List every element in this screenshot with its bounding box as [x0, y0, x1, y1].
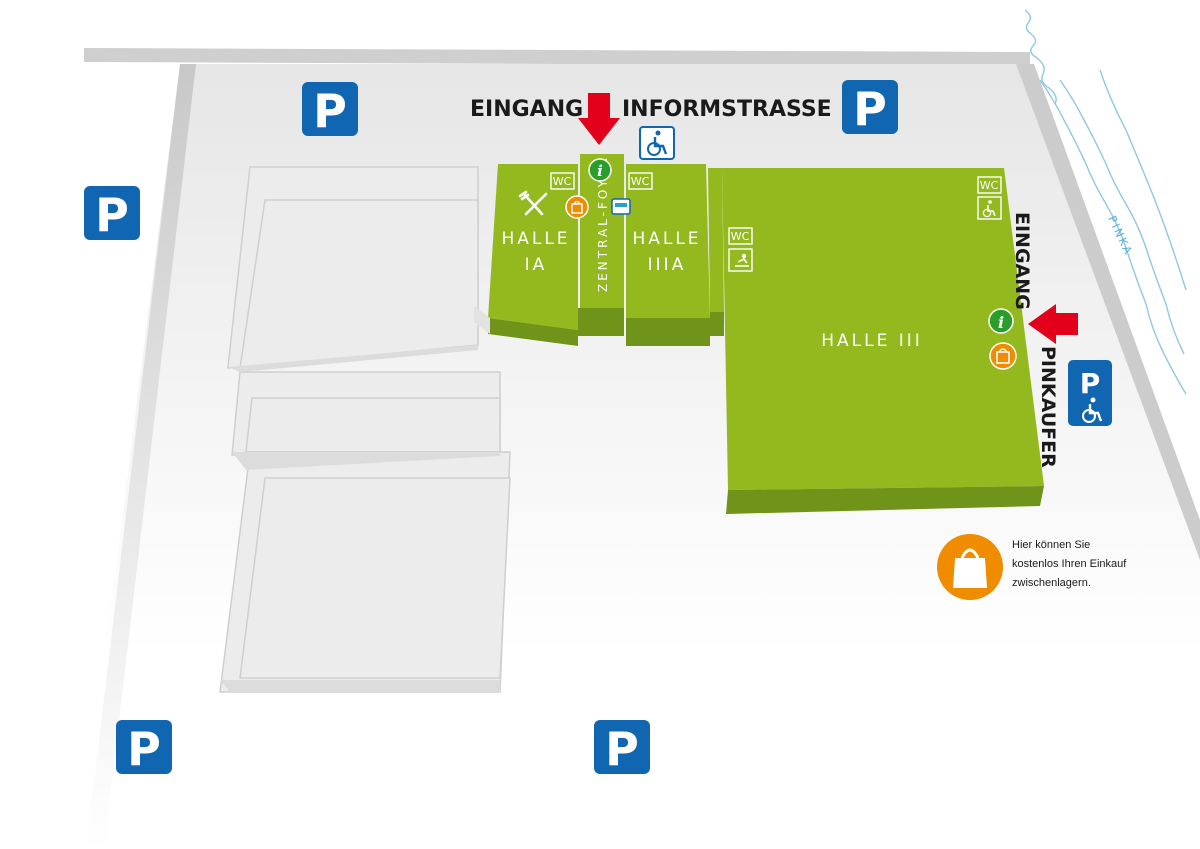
- restaurant-icon: [518, 190, 548, 216]
- parking-icon: [594, 720, 650, 776]
- foyer-label: ZENTRAL-FOYER: [596, 155, 610, 292]
- hall-3a: [626, 164, 724, 346]
- info-icon: i: [588, 158, 612, 182]
- river-label: PINKA: [1105, 214, 1135, 258]
- svg-text:WC: WC: [553, 175, 572, 188]
- entrance-right-arrow: [1028, 304, 1078, 344]
- entrance-top-label: EINGANG: [470, 97, 583, 122]
- parking-icon: [302, 82, 358, 138]
- parking-icon: [116, 720, 172, 776]
- legend-line: zwischenlagern.: [1012, 577, 1091, 589]
- svg-text:WC: WC: [631, 175, 650, 188]
- cash-icon: [611, 198, 631, 215]
- svg-text:WC: WC: [731, 230, 750, 243]
- wc-icon: WC: [728, 227, 753, 245]
- accessible-parking-icon: P: [1068, 360, 1112, 426]
- storage-legend-icon: [937, 534, 1003, 600]
- svg-text:i: i: [998, 313, 1004, 332]
- storage-legend-text: Hier können Sie kostenlos Ihren Einkauf …: [1012, 536, 1192, 593]
- entrance-top-street: INFORMSTRASSE: [622, 97, 832, 122]
- legend-line: kostenlos Ihren Einkauf: [1012, 558, 1127, 570]
- svg-text:WC: WC: [980, 179, 999, 192]
- parking-icon: [84, 186, 140, 242]
- legend-line: Hier können Sie: [1012, 539, 1091, 551]
- svg-text:i: i: [597, 162, 603, 180]
- hall-1a: [474, 164, 578, 346]
- grey-halls-edges: [220, 345, 500, 692]
- foyer: [578, 154, 624, 336]
- baby-changing-icon: [728, 248, 753, 272]
- grey-halls: [219, 166, 511, 693]
- wheelchair-icon: [639, 126, 675, 160]
- hall-1a-label-line1: HALLE: [501, 229, 570, 249]
- svg-text:P: P: [1080, 367, 1101, 400]
- hall-1a-label-line2: IA: [525, 255, 548, 275]
- wc-icon: WC: [550, 172, 575, 190]
- hall-3a-label-line2: IIIA: [648, 255, 687, 275]
- wc-icon: WC: [628, 172, 653, 190]
- hall-3-label: HALLE III: [821, 331, 923, 351]
- entrance-right-street: PINKAUFER: [1037, 346, 1059, 468]
- accessible-wc-icon: [977, 196, 1002, 220]
- shopping-bag-icon: [565, 195, 589, 219]
- hall-3: [722, 168, 1044, 514]
- shopping-bag-icon: [989, 342, 1017, 370]
- info-icon: i: [988, 308, 1014, 334]
- entrance-right-label: EINGANG: [1011, 212, 1033, 310]
- parking-icon: [842, 80, 898, 136]
- river-pinka: [1024, 9, 1187, 395]
- wc-icon: WC: [977, 176, 1002, 194]
- entrance-top-arrow: [578, 93, 620, 145]
- hall-3a-label-line1: HALLE: [632, 229, 701, 249]
